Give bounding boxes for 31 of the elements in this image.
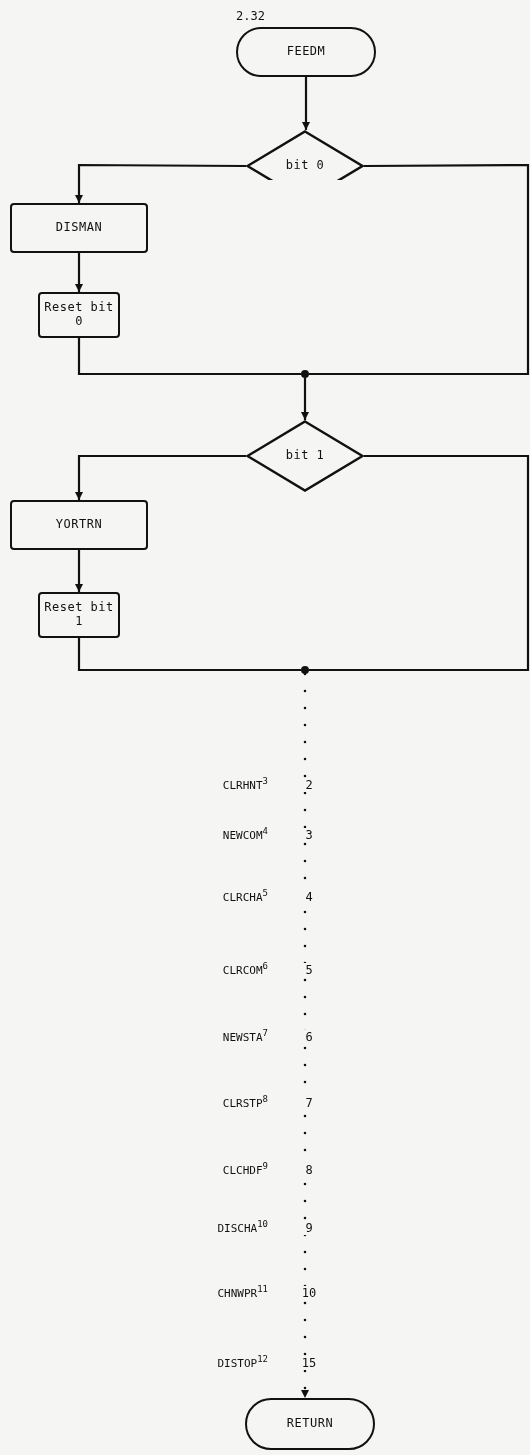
routine-name: CLCHDF$^{9}$ <box>222 1162 268 1176</box>
connector-line <box>77 338 301 376</box>
routine-name: CLRHNT$^{3}$ <box>222 777 268 791</box>
decision-diamond: bit 1 <box>246 420 364 492</box>
arrow <box>301 672 309 1400</box>
page-number: 2.32 <box>236 9 265 23</box>
routine-name: DISTOP$^{12}$ <box>217 1355 268 1369</box>
process-box: Reset bit 0 <box>38 292 120 338</box>
routine-name: CLRCOM$^{6}$ <box>222 962 268 976</box>
routine-name: CLRSTP$^{8}$ <box>222 1095 268 1109</box>
process-box: Reset bit 1 <box>38 592 120 638</box>
process-box <box>301 370 309 378</box>
routine-name: NEWSTA$^{7}$ <box>222 1029 268 1043</box>
terminal-shape: RETURN <box>245 1398 375 1450</box>
terminal-shape: FEEDM <box>236 27 376 77</box>
arrow <box>75 454 246 500</box>
connector-line <box>309 454 530 672</box>
arrow <box>301 378 309 420</box>
connector-line <box>77 638 301 672</box>
routine-name: NEWCOM$^{4}$ <box>222 827 268 841</box>
process-box: YORTRN <box>10 500 148 550</box>
routine-name: DISCHA$^{10}$ <box>217 1220 268 1234</box>
routine-name: CLRCHA$^{5}$ <box>222 889 268 903</box>
arrow <box>75 550 83 592</box>
connector-line <box>309 163 530 376</box>
arrow <box>302 77 310 130</box>
routine-name: CHNWPR$^{11}$ <box>217 1285 268 1299</box>
process-box <box>301 666 309 674</box>
arrow <box>75 253 83 292</box>
process-box: DISMAN <box>10 203 148 253</box>
arrow <box>75 163 246 203</box>
